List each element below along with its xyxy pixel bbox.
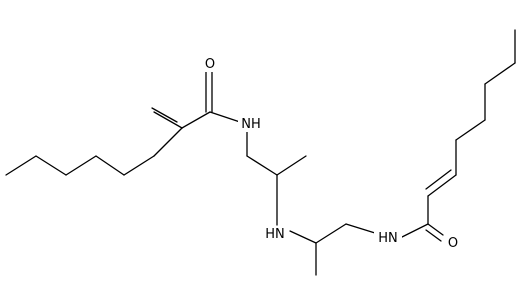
right-double-bond xyxy=(425,169,457,197)
right-carbonyl xyxy=(401,195,444,242)
amine-label-left: NH xyxy=(241,117,261,132)
atom-o-right: O xyxy=(446,235,460,251)
right-alkyl-chain xyxy=(455,29,516,176)
oxygen-label-right: O xyxy=(448,236,458,251)
atom-o-left: O xyxy=(202,56,218,72)
atom-hn-right: HN xyxy=(374,230,402,246)
amine-label-center: HN xyxy=(265,227,285,242)
amine-label-right: HN xyxy=(378,231,398,246)
central-linker xyxy=(246,129,376,276)
atom-nh-left: NH xyxy=(238,116,264,132)
oxygen-label-left: O xyxy=(205,57,215,72)
left-carbonyl xyxy=(181,71,241,129)
atom-hn-center: HN xyxy=(262,226,288,242)
left-alkyl-chain xyxy=(5,127,183,176)
left-double-bond xyxy=(151,107,183,129)
